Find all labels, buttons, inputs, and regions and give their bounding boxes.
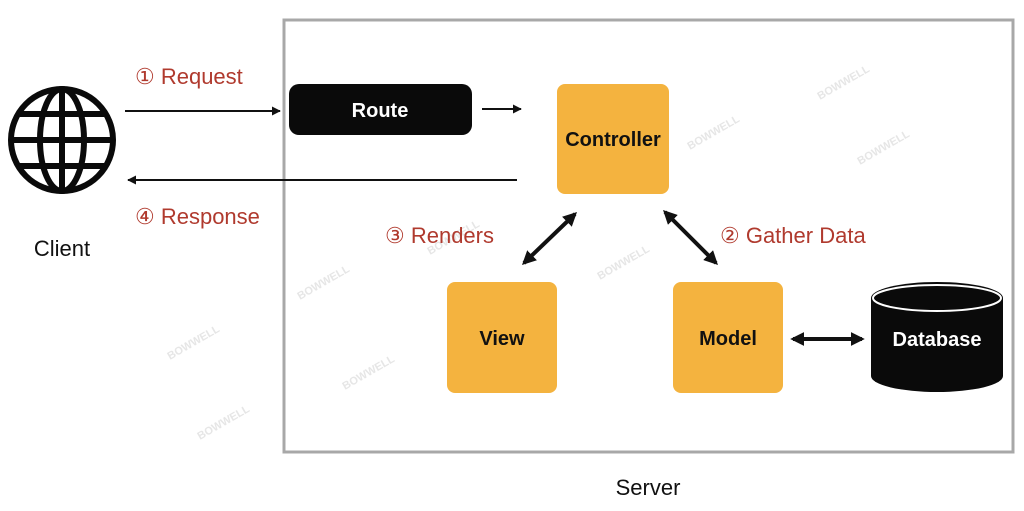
controller-node — [557, 84, 669, 194]
view-node — [447, 282, 557, 393]
watermark: BOWWELL — [856, 128, 913, 168]
database-cylinder-icon — [871, 282, 1003, 392]
watermark: BOWWELL — [166, 323, 223, 363]
controller-label: Controller — [565, 129, 661, 151]
watermark: BOWWELL — [596, 243, 653, 283]
response-step-label: ④ Response — [135, 204, 260, 229]
request-step-label: ① Request — [135, 64, 243, 89]
watermark: BOWWELL — [296, 263, 353, 303]
controller-view-arrow — [521, 212, 578, 265]
watermark: BOWWELL — [196, 403, 253, 443]
model-label: Model — [699, 328, 757, 350]
gather-step-label: ② Gather Data — [720, 223, 866, 248]
route-node — [289, 84, 472, 135]
watermark: BOWWELL — [686, 113, 743, 153]
renders-step-label: ③ Renders — [385, 223, 494, 248]
controller-model-arrow — [663, 210, 718, 265]
database-label: Database — [893, 329, 982, 351]
route-label: Route — [352, 100, 409, 122]
globe-icon — [8, 86, 116, 194]
server-label: Server — [616, 475, 681, 500]
server-boundary — [282, 18, 1015, 454]
view-label: View — [479, 328, 525, 350]
watermark: BOWWELL — [816, 63, 873, 103]
model-node — [673, 282, 783, 393]
client-label: Client — [34, 236, 90, 261]
watermark: BOWWELL — [341, 353, 398, 393]
